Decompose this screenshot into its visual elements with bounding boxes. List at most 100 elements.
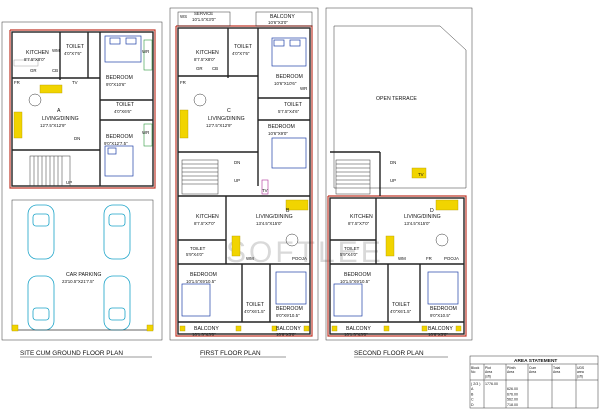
first-bedroom-top-dim: 10'6"X10'6" <box>274 81 297 86</box>
area-header-cell: Plinth <box>507 366 516 370</box>
second-toilet-low-dim: 4'0"X6'1.5" <box>390 309 412 314</box>
second-balcony-l-label: BALCONY <box>346 326 371 332</box>
area-table-cell: 676.00 <box>507 392 518 396</box>
first-pooja-label: POOJA <box>292 256 307 261</box>
second-unit-d-label: D <box>430 208 434 214</box>
second-kitchen-label: KITCHEN <box>350 214 373 220</box>
ground-kitchen-dim: 8'7.5"X8'0" <box>24 57 46 62</box>
first-kitchen-label: KITCHEN <box>196 50 219 56</box>
first-living-c-dim: 12'7.5"X12'9" <box>206 123 232 128</box>
ground-kitchen-label: KITCHEN <box>26 50 49 56</box>
area-header-cell: Plot <box>485 366 491 370</box>
first-toilet-top-label: TOILET <box>234 44 253 50</box>
ground-wr-mid-label: WR <box>142 130 149 135</box>
second-balcony-r-dim: 10'6"X3'0" <box>428 332 448 337</box>
ground-tv-label: TV <box>72 80 78 85</box>
second-toilet-low-label: TOILET <box>392 302 411 308</box>
first-balcony-l-label: BALCONY <box>194 326 219 332</box>
ground-living-dim: 12'7.5"X12'9" <box>40 123 66 128</box>
first-floor-plan: WS SERVICE 10'1.5"X3'0" BALCONY 10'6"X3'… <box>169 7 319 358</box>
first-toilet-low-label: TOILET <box>246 302 265 308</box>
ground-car-parking-dim: 23'10.5"X21'7.5" <box>62 279 95 284</box>
area-table-cell: B <box>471 392 474 396</box>
first-kitchen-b-label: KITCHEN <box>196 214 219 220</box>
first-toilet-mid-dim: 5'7.5"X4'6" <box>278 109 300 114</box>
second-balcony-l-dim: 10'1.5"X3'0" <box>344 332 368 337</box>
ground-bedroom-top-dim: 9'0"X10'6" <box>106 82 126 87</box>
ground-fr-label: FR <box>14 80 20 85</box>
second-wm-label: WM <box>398 256 406 261</box>
first-service-label: SERVICE <box>194 11 213 16</box>
first-toilet-top-dim: 4'0"X7'6" <box>232 51 250 56</box>
second-toilet-label: TOILET <box>344 246 360 251</box>
first-toilet-mid-label: TOILET <box>284 102 303 108</box>
second-bedroom-r-label: BEDROOM <box>430 306 457 312</box>
first-gr-label: GR <box>196 66 203 71</box>
area-statement-title: AREA STATEMENT <box>514 358 557 364</box>
first-wm-label: WM <box>246 256 254 261</box>
second-living-label: LIVING/DINING <box>404 214 441 220</box>
first-ws-label: WS <box>180 14 187 19</box>
second-balcony-r-label: BALCONY <box>428 326 453 332</box>
second-living-dim: 13'4.5"X15'0" <box>404 221 430 226</box>
first-service-dim: 10'1.5"X3'0" <box>192 17 216 22</box>
area-table-cell: 1776.00 <box>485 382 498 386</box>
area-header-cell: Cum <box>529 366 536 370</box>
area-header-cell: UDS <box>577 366 585 370</box>
ground-bedroom-top-label: BEDROOM <box>106 75 133 81</box>
first-toilet-b-dim: 5'9"X4'0" <box>186 252 204 257</box>
first-balcony-r-label: BALCONY <box>276 326 301 332</box>
first-tv-label: TV <box>262 188 268 193</box>
first-bedroom-mid-label: BEDROOM <box>268 124 295 130</box>
ground-caption: SITE CUM GROUND FLOOR PLAN <box>20 350 123 357</box>
second-tv-label: TV <box>418 172 424 177</box>
ground-toilet-mid-dim: 4'0"X6'6" <box>114 109 132 114</box>
second-toilet-dim: 5'9"X4'0" <box>340 252 358 257</box>
ground-toilet-mid-label: TOILET <box>116 102 135 108</box>
first-bedroom-l-label: BEDROOM <box>190 272 217 278</box>
first-bedroom-mid-dim: 10'6"X9'0" <box>268 131 288 136</box>
second-floor-plan: OPEN TERRACE D KITCHEN 8'7.5"X7'0" LIVIN… <box>325 7 473 358</box>
second-terrace-label: OPEN TERRACE <box>376 96 417 102</box>
ground-wr-top-label: WR <box>142 49 149 54</box>
area-header-cell: (sft) <box>577 374 583 378</box>
area-statement-table: AREA STATEMENT BlockNoPlotArea(sft)Plint… <box>469 355 599 409</box>
second-bedroom-r-dim: 9'0"X10.5" <box>430 313 451 318</box>
area-table-cell: D <box>471 403 474 407</box>
ground-cb-label: CB <box>52 68 58 73</box>
area-header-cell: (sft) <box>485 374 491 378</box>
first-living-c-label: LIVING/DINING <box>208 116 245 122</box>
first-bedroom-top-label: BEDROOM <box>276 74 303 80</box>
second-caption: SECOND FLOOR PLAN <box>354 350 424 357</box>
second-up-label: UP <box>390 178 396 183</box>
second-bedroom-l-label: BEDROOM <box>344 272 371 278</box>
first-balcony-top-label: BALCONY <box>270 14 295 20</box>
area-table-cell: 718.00 <box>507 403 518 407</box>
area-header-cell: Area <box>485 370 492 374</box>
first-cb-label: CB <box>212 66 218 71</box>
ground-floor-plan: KITCHEN 8'7.5"X8'0" WM GR CB FR TV TOILE… <box>1 21 163 358</box>
first-unit-b-label: B <box>286 208 290 214</box>
ground-wm-label: WM <box>52 48 60 53</box>
ground-bedroom-mid-label: BEDROOM <box>106 134 133 140</box>
first-wr-label: WR <box>300 86 307 91</box>
ground-car-parking-label: CAR PARKING <box>66 272 101 278</box>
first-fr-label: FR <box>180 80 186 85</box>
first-bedroom-r-label: BEDROOM <box>276 306 303 312</box>
area-header-cell: Total <box>553 366 560 370</box>
area-header-cell: Area <box>553 370 560 374</box>
first-bedroom-l-dim: 10'1.5"X9'10.5" <box>186 279 216 284</box>
area-table-headers: BlockNoPlotArea(sft)PlinthAreaCumAreaTot… <box>471 366 585 378</box>
area-header-cell: Block <box>471 366 480 370</box>
ground-toilet-top-dim: 4'0"X7'6" <box>64 51 82 56</box>
first-kitchen-dim: 8'7.5"X8'0" <box>194 57 216 62</box>
area-table-frame <box>469 355 599 409</box>
ground-dn-label: DN <box>74 136 80 141</box>
first-dn-label: DN <box>234 160 240 165</box>
area-header-cell: Area <box>529 370 536 374</box>
first-balcony-top-dim: 10'6"X3'0" <box>268 20 288 25</box>
first-living-b-dim: 13'4.5"X15'0" <box>256 221 282 226</box>
first-kitchen-b-dim: 8'7.5"X7'0" <box>194 221 216 226</box>
